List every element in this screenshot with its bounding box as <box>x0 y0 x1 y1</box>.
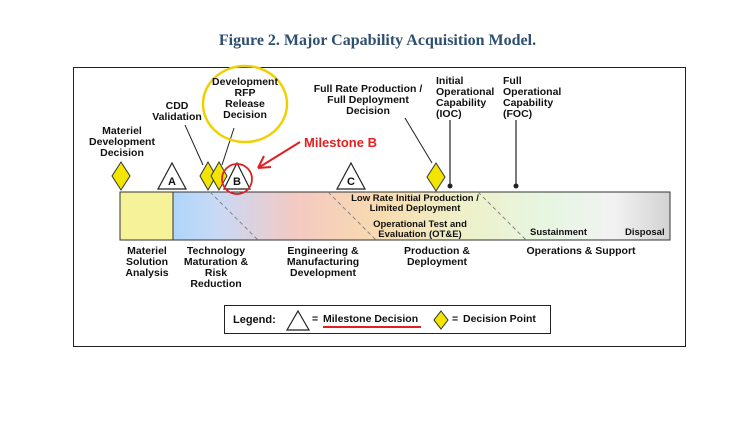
disposal-label: Disposal <box>625 227 665 238</box>
milestone-b-highlight-circle <box>221 163 253 195</box>
frp-pointer <box>404 117 433 164</box>
milestone-c-triangle-icon <box>335 161 367 190</box>
figure-title: Figure 2. Major Capability Acquisition M… <box>218 32 537 49</box>
legend-decision-text: Decision Point <box>463 313 536 325</box>
red-arrow-icon <box>257 141 301 169</box>
legend-diamond-icon <box>433 310 449 330</box>
msa-phase-block <box>119 191 174 241</box>
milestone-a-letter: A <box>168 176 176 188</box>
phase-divider <box>327 191 377 241</box>
legend-equals-1: = <box>312 313 319 325</box>
milestone-a-triangle-icon <box>156 161 188 190</box>
rfp-pointer <box>221 127 235 166</box>
cdd-pointer <box>184 124 204 166</box>
lrip-label: Low Rate Initial Production /Limited Dep… <box>351 193 479 214</box>
legend-equals-2: = <box>452 313 459 325</box>
legend-label: Legend: <box>233 314 276 326</box>
sustainment-label: Sustainment <box>530 227 588 238</box>
milestone-b-letter: B <box>233 176 241 188</box>
phase-os-label: Operations & Support <box>526 245 636 257</box>
rfp-highlight-ellipse <box>201 64 289 144</box>
diagram-frame <box>73 67 686 347</box>
phase-divider <box>209 191 259 241</box>
phase-divider <box>477 191 527 241</box>
milestone-c-letter: C <box>347 176 355 188</box>
legend-box <box>224 305 551 334</box>
phase-pd-label: Production &Deployment <box>404 245 470 268</box>
legend-triangle-icon <box>285 309 311 331</box>
ioc-dot <box>447 183 453 189</box>
milestone-b-triangle-icon <box>223 161 251 190</box>
foc-dot <box>513 183 519 189</box>
milestone-b-annotation: Milestone B <box>304 135 377 150</box>
legend-milestone-text: Milestone Decision <box>323 313 419 325</box>
lifecycle-bar <box>119 191 671 241</box>
frp-diamond-icon <box>426 162 446 192</box>
mdd-diamond-icon <box>111 161 131 191</box>
